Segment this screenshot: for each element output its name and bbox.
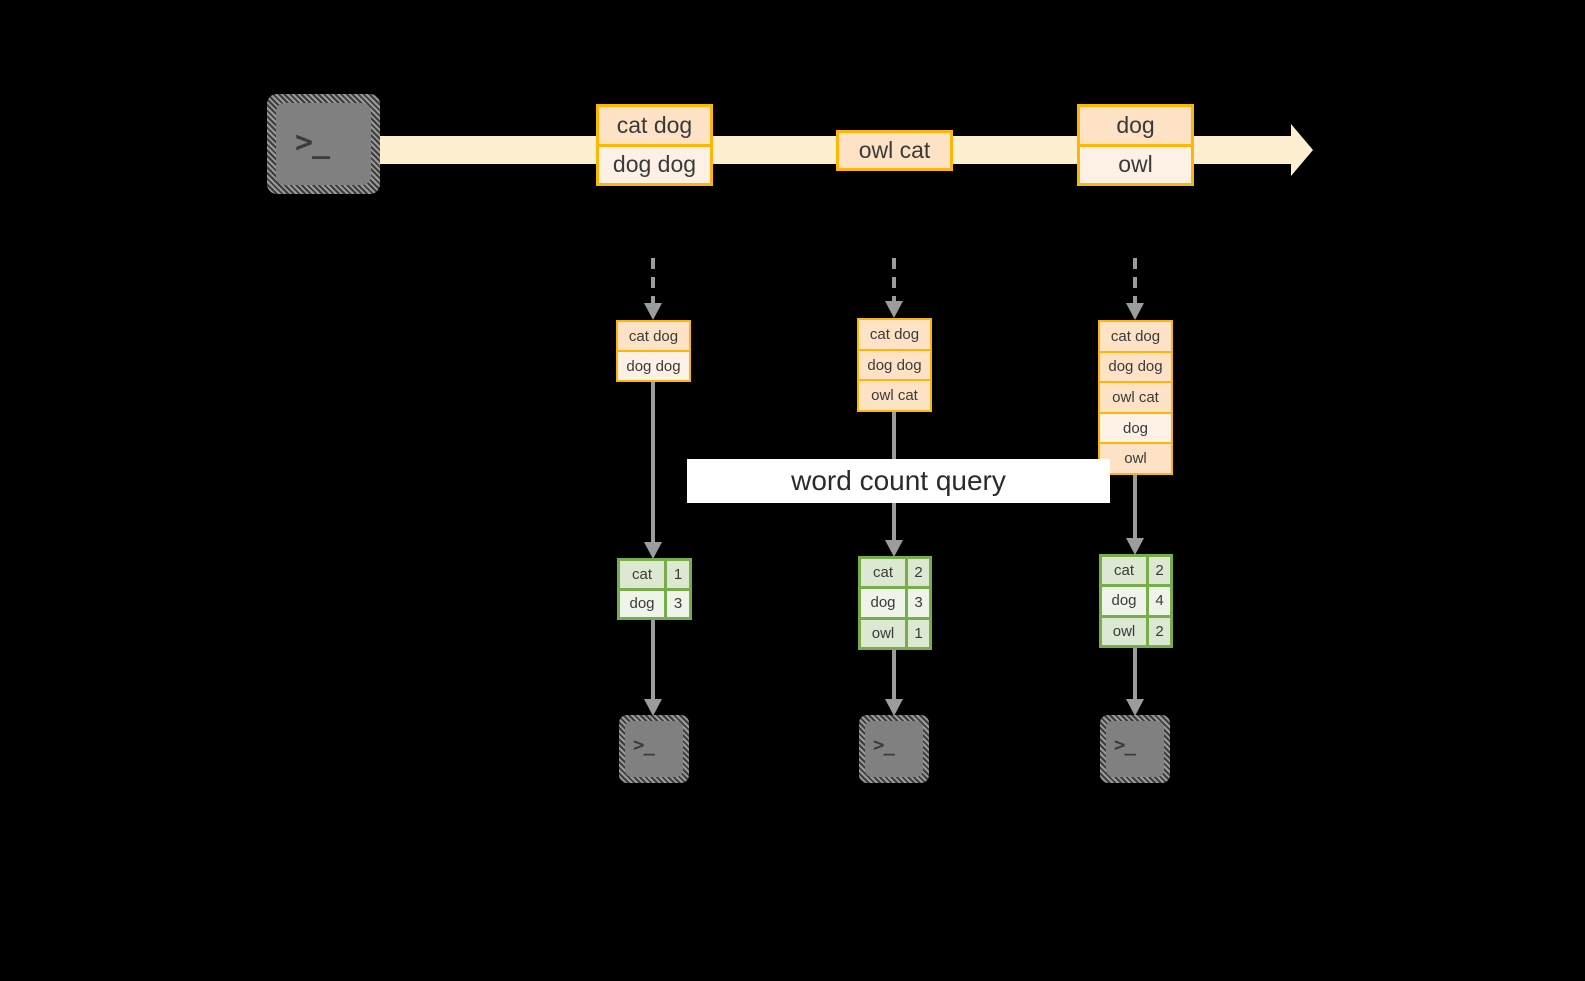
state-row: owl bbox=[1100, 442, 1171, 473]
message-line: owl cat bbox=[839, 133, 950, 168]
result-word: cat bbox=[872, 564, 893, 582]
query-arrow-1 bbox=[644, 382, 662, 559]
result-table-2[interactable]: cat 2 dog 3 owl 1 bbox=[858, 556, 932, 650]
sink-terminal-icon-2[interactable]: >_ bbox=[859, 715, 929, 783]
result-row: owl 1 bbox=[861, 616, 929, 647]
stream-to-state-arrow-2 bbox=[885, 258, 903, 318]
result-row: cat 2 bbox=[861, 559, 929, 587]
result-count: 2 bbox=[1146, 617, 1170, 645]
state-row: cat dog bbox=[1100, 322, 1171, 351]
query-label: word count query bbox=[687, 459, 1110, 503]
terminal-prompt-glyph: >_ bbox=[873, 734, 895, 756]
state-row: cat dog bbox=[859, 320, 930, 349]
stream-to-state-arrow-3 bbox=[1126, 258, 1144, 320]
state-row: owl cat bbox=[1100, 381, 1171, 412]
state-row: dog bbox=[1100, 411, 1171, 443]
message-line: dog bbox=[1080, 107, 1191, 144]
state-table-2[interactable]: cat dog dog dog owl cat bbox=[857, 318, 932, 412]
message-line: owl bbox=[1080, 143, 1191, 183]
result-row: dog 4 bbox=[1102, 584, 1170, 615]
sink-terminal-icon-1[interactable]: >_ bbox=[619, 715, 689, 783]
state-row: dog dog bbox=[859, 348, 930, 380]
result-row: dog 3 bbox=[861, 586, 929, 617]
result-count: 4 bbox=[1146, 587, 1170, 615]
state-row: owl cat bbox=[859, 379, 930, 411]
result-count: 2 bbox=[905, 559, 929, 587]
message-line: dog dog bbox=[599, 143, 710, 183]
sink-terminal-icon-3[interactable]: >_ bbox=[1100, 715, 1170, 783]
terminal-screen bbox=[1106, 721, 1164, 777]
result-count: 1 bbox=[905, 619, 929, 647]
result-row: owl 2 bbox=[1102, 614, 1170, 645]
result-count: 1 bbox=[664, 561, 689, 588]
result-row: dog 3 bbox=[620, 587, 689, 617]
result-count: 2 bbox=[1146, 557, 1170, 585]
state-table-3[interactable]: cat dog dog dog owl cat dog owl bbox=[1098, 320, 1173, 475]
terminal-screen bbox=[276, 103, 371, 185]
result-count: 3 bbox=[905, 589, 929, 617]
terminal-prompt-glyph: >_ bbox=[633, 734, 655, 756]
source-terminal-icon[interactable]: >_ bbox=[267, 94, 380, 194]
result-word: dog bbox=[870, 594, 896, 612]
result-word: dog bbox=[1111, 592, 1137, 610]
state-table-1[interactable]: cat dog dog dog bbox=[616, 320, 691, 382]
state-row: cat dog bbox=[618, 322, 689, 350]
result-to-sink-arrow-1 bbox=[644, 620, 662, 716]
result-table-3[interactable]: cat 2 dog 4 owl 2 bbox=[1099, 554, 1173, 648]
stream-message-1[interactable]: cat dog dog dog bbox=[596, 104, 713, 186]
terminal-prompt-glyph: >_ bbox=[1114, 734, 1136, 756]
result-count: 3 bbox=[664, 590, 689, 617]
result-word: owl bbox=[1112, 622, 1136, 640]
terminal-prompt-glyph: >_ bbox=[295, 125, 330, 160]
stream-arrowhead bbox=[1291, 124, 1313, 176]
stream-message-2[interactable]: owl cat bbox=[836, 130, 953, 171]
stream-to-state-arrow-1 bbox=[644, 258, 662, 320]
result-to-sink-arrow-2 bbox=[885, 650, 903, 716]
stream-message-3[interactable]: dog owl bbox=[1077, 104, 1194, 186]
result-table-1[interactable]: cat 1 dog 3 bbox=[617, 558, 692, 620]
result-word: owl bbox=[871, 624, 895, 642]
state-row: dog dog bbox=[618, 350, 689, 380]
result-word: dog bbox=[629, 595, 655, 613]
message-line: cat dog bbox=[599, 107, 710, 144]
terminal-screen bbox=[865, 721, 923, 777]
result-word: cat bbox=[1113, 562, 1134, 580]
query-label-text: word count query bbox=[791, 465, 1006, 496]
terminal-screen bbox=[625, 721, 683, 777]
result-word: cat bbox=[631, 565, 652, 583]
result-row: cat 2 bbox=[1102, 557, 1170, 585]
query-arrow-3 bbox=[1126, 475, 1144, 555]
result-to-sink-arrow-3 bbox=[1126, 648, 1144, 716]
state-row: dog dog bbox=[1100, 350, 1171, 382]
result-row: cat 1 bbox=[620, 561, 689, 588]
